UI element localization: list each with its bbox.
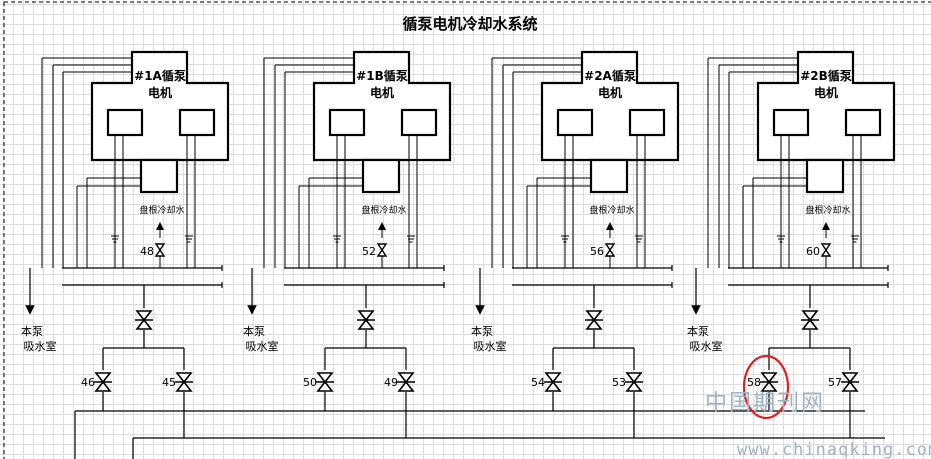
- supply-left-valve: [316, 372, 334, 392]
- supply-left-valve-number: 50: [303, 376, 317, 389]
- packing-cooling-label: 盘根冷却水: [361, 204, 406, 216]
- motor-name-sub: 电机: [370, 85, 394, 100]
- drain-ground-left: [333, 235, 341, 243]
- supply-right-valve-number: 53: [612, 376, 626, 389]
- pump-room-label-sub: 吸水室: [24, 339, 57, 353]
- supply-left-valve-number: 58: [747, 376, 761, 389]
- shaft-box: [139, 158, 179, 194]
- supply-left-valve-number: 46: [81, 376, 95, 389]
- supply-right-valve: [841, 372, 859, 392]
- drain-ground-right: [635, 235, 643, 243]
- watermark-cn: 中国期刊网: [705, 391, 825, 416]
- bearing-box-left: [772, 108, 810, 137]
- pump-room-label-sub: 吸水室: [690, 339, 723, 353]
- supply-right-valve: [625, 372, 643, 392]
- small-valve: [376, 243, 388, 257]
- pump-room-label-sub: 吸水室: [474, 339, 507, 353]
- small-valve-number: 48: [140, 245, 154, 258]
- supply-left-valve: [544, 372, 562, 392]
- supply-right-valve: [175, 372, 193, 392]
- small-valve-number: 52: [362, 245, 376, 258]
- drain-ground-right: [407, 235, 415, 243]
- pump-room-label: 本泵: [243, 324, 265, 338]
- drain-ground-left: [777, 235, 785, 243]
- small-valve-body: [154, 243, 166, 257]
- drain-ground-right: [185, 235, 193, 243]
- motor-name: #2B循泵: [800, 68, 852, 83]
- watermark-url: www.chinaqking.com: [737, 440, 931, 459]
- small-valve-body: [604, 243, 616, 257]
- supply-right-valve-number: 57: [828, 376, 842, 389]
- diagram-title: 循泵电机冷却水系统: [402, 15, 537, 33]
- bearing-box-right: [844, 108, 882, 137]
- motor-name: #1A循泵: [134, 68, 186, 83]
- supply-left-valve: [760, 372, 778, 392]
- motor-name-sub: 电机: [148, 85, 172, 100]
- motor-name-sub: 电机: [598, 85, 622, 100]
- shaft-box: [361, 158, 401, 194]
- bearing-box-left: [106, 108, 144, 137]
- supply-left-valve: [94, 372, 112, 392]
- supply-right-valve-number: 49: [384, 376, 398, 389]
- supply-right-valve-number: 45: [162, 376, 176, 389]
- shaft-box: [589, 158, 629, 194]
- bearing-box-left: [328, 108, 366, 137]
- supply-main-valve: [357, 310, 375, 330]
- packing-cooling-label: 盘根冷却水: [805, 204, 850, 216]
- highlight-circle: [742, 354, 790, 420]
- pump-room-label: 本泵: [471, 324, 493, 338]
- small-valve-body: [820, 243, 832, 257]
- bearing-box-right: [628, 108, 666, 137]
- packing-cooling-label: 盘根冷却水: [139, 204, 184, 216]
- shaft-box: [805, 158, 845, 194]
- motor-name-sub: 电机: [814, 85, 838, 100]
- small-valve: [154, 243, 166, 257]
- small-valve: [820, 243, 832, 257]
- bearing-box-right: [400, 108, 438, 137]
- pump-room-label: 本泵: [21, 324, 43, 338]
- small-valve: [604, 243, 616, 257]
- bearing-box-left: [556, 108, 594, 137]
- drain-ground-left: [111, 235, 119, 243]
- pump-room-label-sub: 吸水室: [246, 339, 279, 353]
- motor-name: #2A循泵: [584, 68, 636, 83]
- bearing-box-right: [178, 108, 216, 137]
- drain-ground-left: [561, 235, 569, 243]
- motor-name: #1B循泵: [356, 68, 408, 83]
- supply-main-valve: [801, 310, 819, 330]
- packing-cooling-label: 盘根冷却水: [589, 204, 634, 216]
- supply-left-valve-number: 54: [531, 376, 545, 389]
- supply-main-valve: [585, 310, 603, 330]
- small-valve-number: 60: [806, 245, 820, 258]
- supply-right-valve: [397, 372, 415, 392]
- pump-room-label: 本泵: [687, 324, 709, 338]
- drain-ground-right: [851, 235, 859, 243]
- supply-main-valve: [135, 310, 153, 330]
- small-valve-number: 56: [590, 245, 604, 258]
- small-valve-body: [376, 243, 388, 257]
